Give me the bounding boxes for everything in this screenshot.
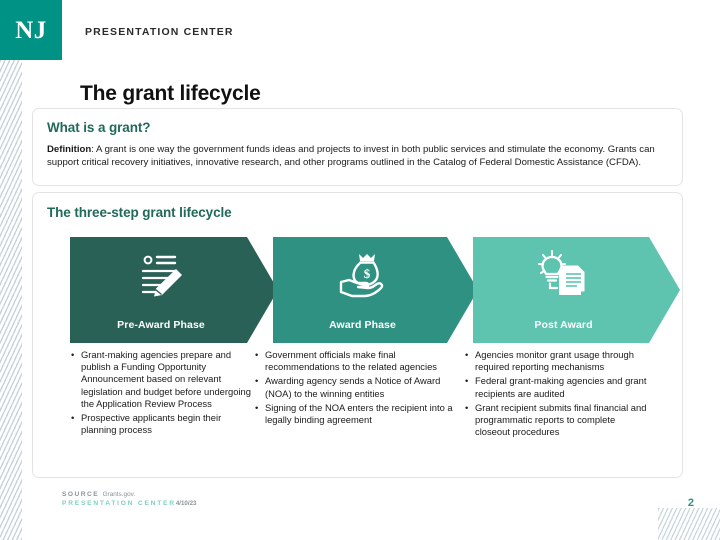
bullet-text: Government officials make final recommen… bbox=[265, 349, 437, 373]
source-label: SOURCE bbox=[62, 491, 100, 498]
phase-label-post-award: Post Award bbox=[534, 319, 593, 331]
bullet-marker: • bbox=[255, 375, 259, 387]
phase-bullet-columns: • Grant-making agencies prepare and publ… bbox=[33, 349, 682, 474]
bullet-text: Awarding agency sends a Notice of Award … bbox=[265, 375, 441, 399]
list-item: • Government officials make final recomm… bbox=[255, 349, 455, 373]
bullet-column-award: • Government officials make final recomm… bbox=[255, 349, 455, 428]
list-item: • Federal grant-making agencies and gran… bbox=[465, 375, 650, 399]
presentation-center-label: PRESENTATION CENTER bbox=[62, 500, 176, 507]
phase-chevron-post-award[interactable]: Post Award bbox=[473, 237, 680, 343]
bullet-marker: • bbox=[465, 375, 469, 387]
list-item: • Grant-making agencies prepare and publ… bbox=[71, 349, 259, 410]
list-item: • Prospective applicants begin their pla… bbox=[71, 412, 259, 436]
what-is-a-grant-card: What is a grant? Definition: A grant is … bbox=[32, 108, 683, 186]
source-value: Grants.gov. bbox=[102, 491, 136, 498]
lifecycle-card: The three-step grant lifecycle bbox=[32, 192, 683, 478]
source-line: SOURCE Grants.gov. bbox=[62, 491, 196, 498]
page-number: 2 bbox=[687, 497, 694, 509]
left-hatch-decoration bbox=[0, 60, 22, 540]
list-item: • Awarding agency sends a Notice of Awar… bbox=[255, 375, 455, 399]
lifecycle-card-heading: The three-step grant lifecycle bbox=[47, 205, 232, 220]
footer-date: 4/10/23 bbox=[175, 500, 197, 507]
brand-title: PRESENTATION CENTER bbox=[85, 26, 234, 38]
bullet-column-pre-award: • Grant-making agencies prepare and publ… bbox=[71, 349, 259, 438]
nj-logo: NJ bbox=[0, 0, 62, 60]
list-item: • Agencies monitor grant usage through r… bbox=[465, 349, 650, 373]
bullet-marker: • bbox=[465, 349, 469, 360]
bullet-marker: • bbox=[71, 412, 75, 424]
bullet-text: Agencies monitor grant usage through req… bbox=[475, 349, 634, 373]
list-item: • Grant recipient submits final financia… bbox=[465, 402, 650, 439]
bullet-marker: • bbox=[255, 401, 259, 413]
footer: SOURCE Grants.gov. PRESENTATION CENTER4/… bbox=[62, 491, 196, 507]
page-title: The grant lifecycle bbox=[80, 82, 261, 106]
phase-chevron-award[interactable]: $ Award Phase bbox=[273, 237, 478, 343]
bullet-marker: • bbox=[255, 349, 259, 360]
bullet-text: Prospective applicants begin their plann… bbox=[81, 412, 222, 436]
bullet-text: Signing of the NOA enters the recipient … bbox=[265, 401, 453, 426]
bullet-marker: • bbox=[71, 349, 75, 360]
grant-card-heading: What is a grant? bbox=[47, 120, 151, 135]
phase-label-pre-award: Pre-Award Phase bbox=[117, 319, 205, 331]
bullet-text: Federal grant-making agencies and grant … bbox=[475, 375, 647, 399]
bullet-text: Grant-making agencies prepare and publis… bbox=[81, 349, 251, 409]
bullet-text: Grant recipient submits final financial … bbox=[475, 401, 647, 438]
definition-body: : A grant is one way the government fund… bbox=[47, 144, 655, 169]
lightbulb-documents-icon bbox=[535, 250, 591, 302]
phase-label-award: Award Phase bbox=[329, 319, 396, 331]
document-pencil-icon bbox=[136, 250, 188, 302]
hand-money-bag-icon: $ bbox=[338, 250, 390, 302]
bullet-marker: • bbox=[465, 401, 469, 413]
list-item: • Signing of the NOA enters the recipien… bbox=[255, 402, 455, 426]
bullet-column-post-award: • Agencies monitor grant usage through r… bbox=[465, 349, 650, 440]
phase-chevron-pre-award[interactable]: Pre-Award Phase bbox=[70, 237, 278, 343]
corner-hatch-decoration bbox=[658, 508, 720, 540]
phase-chevron-row: Pre-Award Phase $ Award Phase bbox=[70, 237, 652, 343]
nj-logo-text: NJ bbox=[15, 16, 47, 44]
definition-label: Definition bbox=[47, 144, 92, 155]
svg-text:$: $ bbox=[363, 266, 370, 281]
presentation-center-line: PRESENTATION CENTER4/10/23 bbox=[62, 500, 196, 507]
grant-definition-text: Definition: A grant is one way the gover… bbox=[47, 143, 668, 170]
